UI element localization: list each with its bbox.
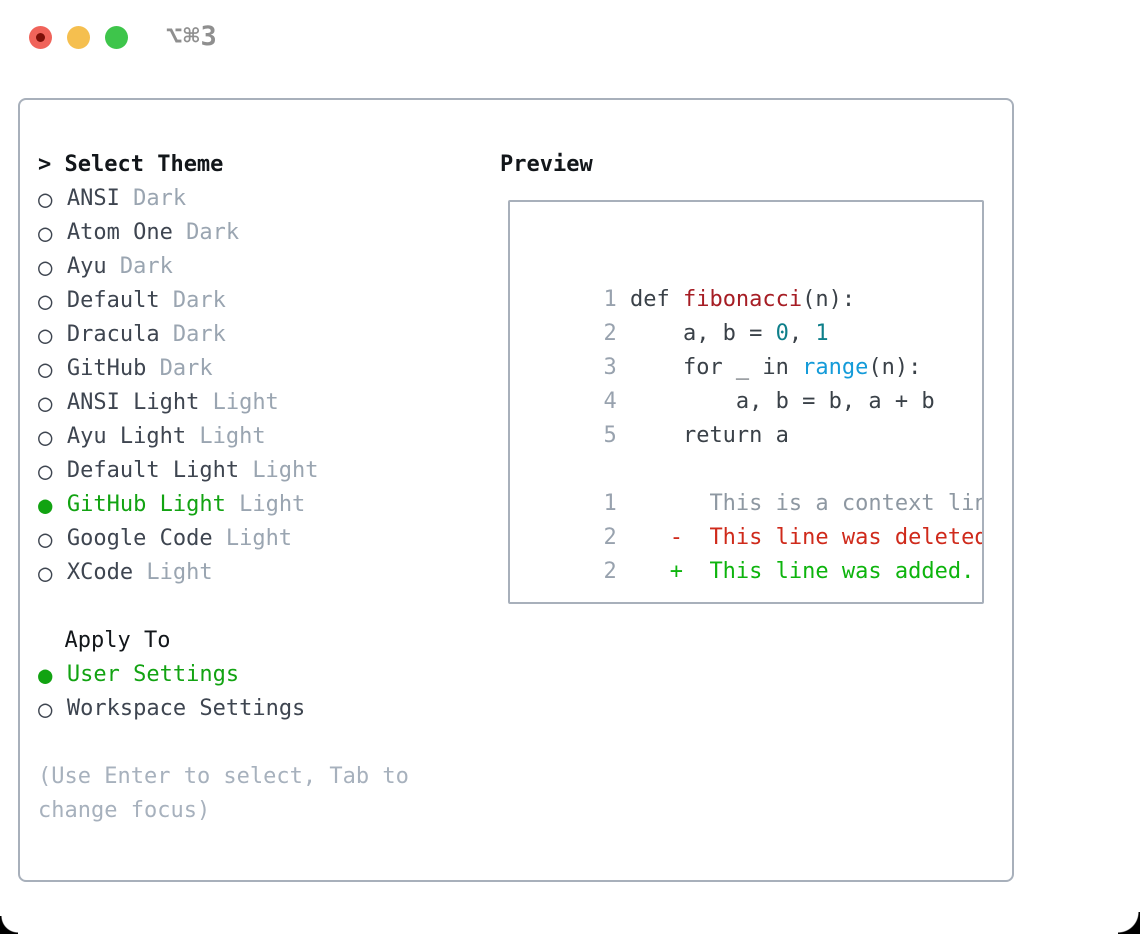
window-titlebar: ⌥⌘3 (0, 0, 1140, 76)
code-line: 5 return a (603, 423, 789, 448)
keyboard-hint-line2: change focus) (38, 798, 211, 823)
close-button-unsaved-icon[interactable] (29, 26, 52, 49)
code-line: 4 a, b = b, a + b (603, 389, 935, 414)
diff-deleted-line: 2 - This line was deleted. (603, 525, 984, 550)
apply-to-title: Apply To (64, 628, 171, 653)
preview-title: Preview (500, 152, 593, 177)
window-shortcut-label: ⌥⌘3 (166, 21, 218, 52)
select-theme-title: Select Theme (64, 152, 224, 177)
radio-unselected-icon: ○ (38, 185, 53, 213)
cursor-icon: > (38, 152, 52, 177)
screenshot-corner-artifact (1118, 912, 1140, 934)
radio-unselected-icon: ○ (38, 423, 53, 451)
radio-unselected-icon: ○ (38, 457, 53, 485)
select-theme-heading: > Select Theme (38, 148, 409, 182)
code-line: 3 for _ in range(n): (603, 355, 922, 380)
diff-added-line: 2 + This line was added. (603, 559, 975, 584)
radio-unselected-icon: ○ (38, 219, 53, 247)
radio-selected-icon: ● (38, 661, 53, 689)
diff-context-line: 1 This is a context line. (603, 491, 984, 516)
apply-option-workspace-settings[interactable]: ○Workspace Settings (38, 692, 409, 726)
code-line: 2 a, b = 0, 1 (603, 321, 829, 346)
radio-unselected-icon: ○ (38, 355, 53, 383)
apply-option-user-settings[interactable]: ●User Settings (38, 658, 409, 692)
radio-unselected-icon: ○ (38, 389, 53, 417)
minimize-button-icon[interactable] (67, 26, 90, 49)
radio-selected-icon: ● (38, 491, 53, 519)
radio-unselected-icon: ○ (38, 321, 53, 349)
keyboard-hint-line1: (Use Enter to select, Tab to (38, 764, 409, 789)
radio-unselected-icon: ○ (38, 287, 53, 315)
radio-unselected-icon: ○ (38, 253, 53, 281)
screenshot-corner-artifact (0, 916, 18, 934)
apply-to-heading: Apply To (38, 624, 409, 658)
radio-unselected-icon: ○ (38, 525, 53, 553)
zoom-button-icon[interactable] (105, 26, 128, 49)
radio-unselected-icon: ○ (38, 695, 53, 723)
radio-unselected-icon: ○ (38, 559, 53, 587)
